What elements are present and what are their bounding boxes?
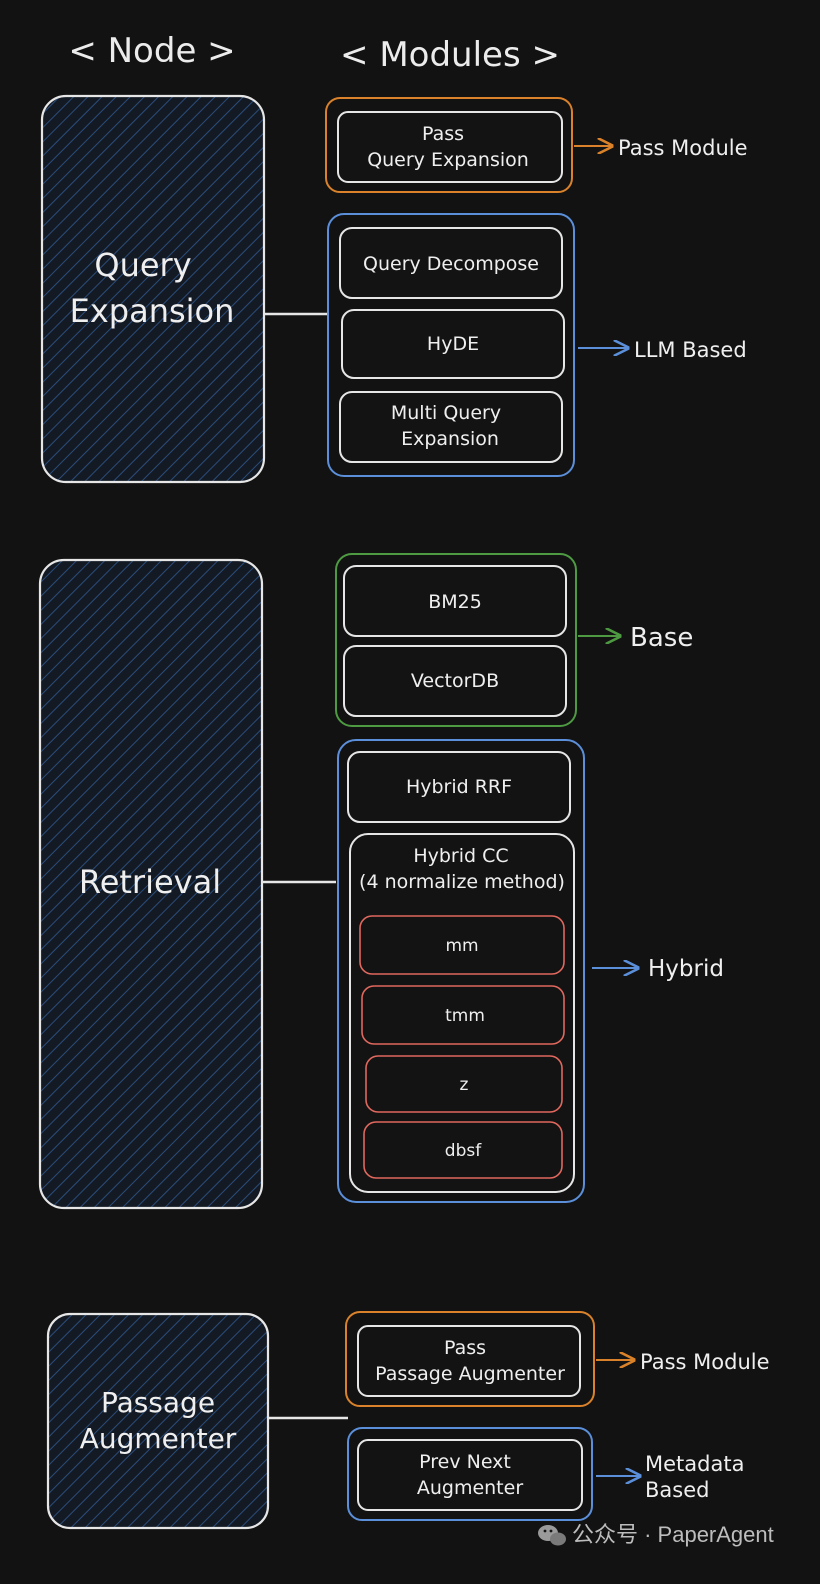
node-retrieval-label: Retrieval [79,863,221,901]
norm-method-dbsf [363,1121,563,1179]
norm-method-z-label: z [460,1075,469,1095]
label-llm-based: LLM Based [634,338,747,362]
label-pass-module-2: Pass Module [640,1350,770,1374]
module-vectordb [343,645,567,717]
module-hybrid-rrf-label: Hybrid RRF [406,776,512,798]
node-passage-augmenter-box [46,1312,270,1530]
group-base [335,553,577,727]
header-modules: < Modules > [340,35,560,75]
watermark-text: 公众号 · PaperAgent [572,1522,774,1547]
module-pass-passage-augmenter [357,1325,581,1397]
label-metadata-based-line2: Based [645,1478,709,1502]
module-hybrid-rrf [347,751,571,823]
module-hybrid-cc-line2: (4 normalize method) [359,871,565,893]
norm-method-tmm-label: tmm [445,1006,485,1026]
module-hyde [341,309,565,379]
label-pass-module-1: Pass Module [618,136,748,160]
wechat-icon [538,1525,566,1546]
module-multi-query-line2: Expansion [401,428,499,450]
module-multi-query-line1: Multi Query [391,402,501,424]
node-passage-augmenter-line2: Augmenter [80,1422,237,1455]
label-metadata-based-line1: Metadata [645,1452,744,1476]
group-pass-module-pa [345,1311,595,1407]
module-hybrid-cc-line1: Hybrid CC [413,845,508,867]
module-prev-next-augmenter [357,1439,583,1511]
norm-method-tmm [361,985,565,1045]
module-pass-qe-line2: Query Expansion [367,149,529,171]
module-pass-qe-line1: Pass [422,123,464,145]
norm-method-mm-label: mm [445,936,478,956]
group-metadata-based [347,1427,593,1521]
norm-method-mm [359,915,565,975]
group-hybrid [337,739,585,1203]
node-query-expansion-line2: Expansion [70,292,235,330]
module-pass-pa-line2: Passage Augmenter [375,1363,565,1385]
module-prev-next-line1: Prev Next [419,1451,511,1473]
node-query-expansion-box [40,94,266,484]
section-retrieval: Retrieval BM25 VectorDB Base Hybrid RRF … [38,553,724,1210]
label-base: Base [630,623,693,653]
group-llm-based [327,213,575,477]
section-passage-augmenter: Passage Augmenter Pass Passage Augmenter… [46,1311,770,1530]
group-pass-module-qe [325,97,573,193]
module-bm25 [343,565,567,637]
node-passage-augmenter-line1: Passage [101,1386,215,1419]
module-vectordb-label: VectorDB [411,670,499,692]
module-query-decompose-label: Query Decompose [363,253,539,275]
module-pass-pa-line1: Pass [444,1337,486,1359]
module-bm25-label: BM25 [428,591,482,613]
norm-method-dbsf-label: dbsf [445,1141,482,1161]
node-retrieval-box [38,558,264,1210]
label-hybrid: Hybrid [648,956,724,982]
module-prev-next-line2: Augmenter [417,1477,523,1499]
module-pass-query-expansion [337,111,563,183]
module-multi-query-expansion [339,391,563,463]
header-node: < Node > [68,31,235,71]
norm-method-z [365,1055,563,1113]
section-query-expansion: Query Expansion Pass Query Expansion Pas… [40,94,748,484]
watermark: 公众号 · PaperAgent [538,1522,774,1547]
node-query-expansion-line1: Query [94,246,191,284]
module-query-decompose [339,227,563,299]
module-hyde-label: HyDE [427,333,479,355]
